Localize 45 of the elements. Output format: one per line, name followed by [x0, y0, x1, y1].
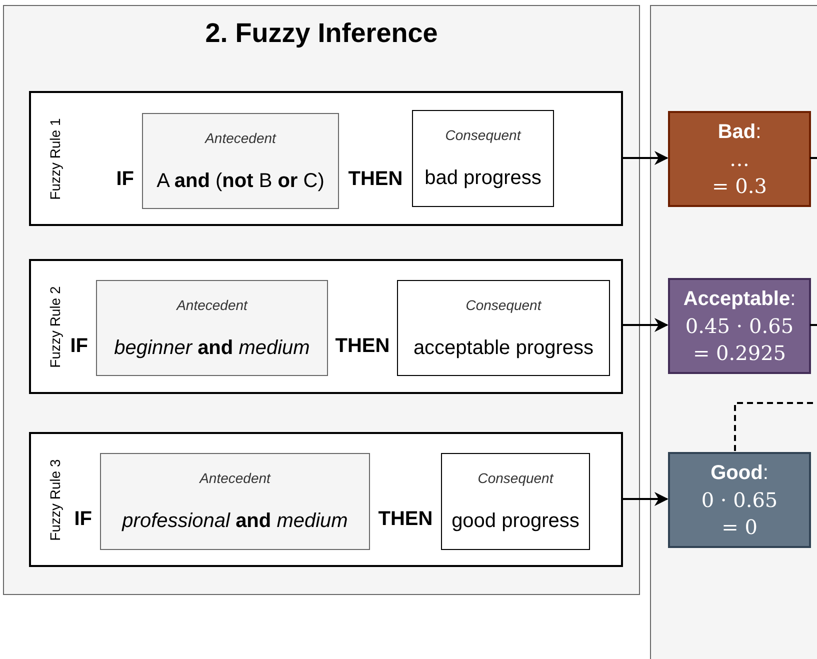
rule-label: Fuzzy Rule 1	[47, 118, 63, 200]
rule-label: Fuzzy Rule 3	[47, 458, 63, 540]
formula: 0 · 0.65	[701, 486, 778, 514]
box-heading: Antecedent	[204, 130, 278, 146]
rule-text: bad progress	[424, 167, 542, 190]
panel-title: 2. Fuzzy Inference	[204, 18, 439, 49]
antecedent-box	[96, 280, 328, 376]
keyword: IF	[70, 335, 88, 358]
rule-text: A and (not B or C)	[156, 170, 326, 193]
box-heading: Consequent	[444, 127, 522, 143]
antecedent-box	[100, 453, 370, 550]
arrow	[622, 492, 668, 506]
section-panel	[3, 5, 640, 595]
keyword: THEN	[348, 168, 403, 191]
arrow	[622, 151, 668, 165]
formula: 0.45 · 0.65	[685, 312, 794, 340]
rule-text: acceptable progress	[412, 337, 595, 360]
consequent-box	[397, 280, 610, 376]
antecedent-box	[142, 113, 339, 209]
consequent-box	[412, 110, 554, 207]
output-box	[668, 111, 811, 207]
output-label: Good:	[710, 460, 768, 486]
output-box	[668, 452, 811, 548]
keyword: IF	[116, 168, 134, 191]
box-heading: Consequent	[476, 470, 555, 486]
keyword: THEN	[378, 508, 433, 531]
keyword: IF	[74, 508, 92, 531]
box-heading: Consequent	[464, 297, 543, 313]
formula: = 0	[722, 514, 758, 540]
output-box	[668, 278, 811, 374]
output-label: Acceptable:	[683, 286, 796, 312]
box-heading: Antecedent	[198, 470, 272, 486]
rule-text: good progress	[450, 510, 580, 533]
rule-text: professional and medium	[120, 510, 349, 533]
formula: = 0.2925	[692, 340, 786, 366]
formula: = 0.3	[712, 172, 767, 200]
rule-text: beginner and medium	[113, 337, 311, 360]
box-heading: Antecedent	[175, 297, 249, 313]
output-label: Bad:	[718, 120, 762, 144]
arrow	[622, 318, 668, 332]
rule-label: Fuzzy Rule 2	[47, 286, 63, 368]
keyword: THEN	[335, 335, 390, 358]
formula: …	[730, 146, 750, 172]
section-panel	[650, 5, 817, 659]
consequent-box	[441, 453, 590, 550]
